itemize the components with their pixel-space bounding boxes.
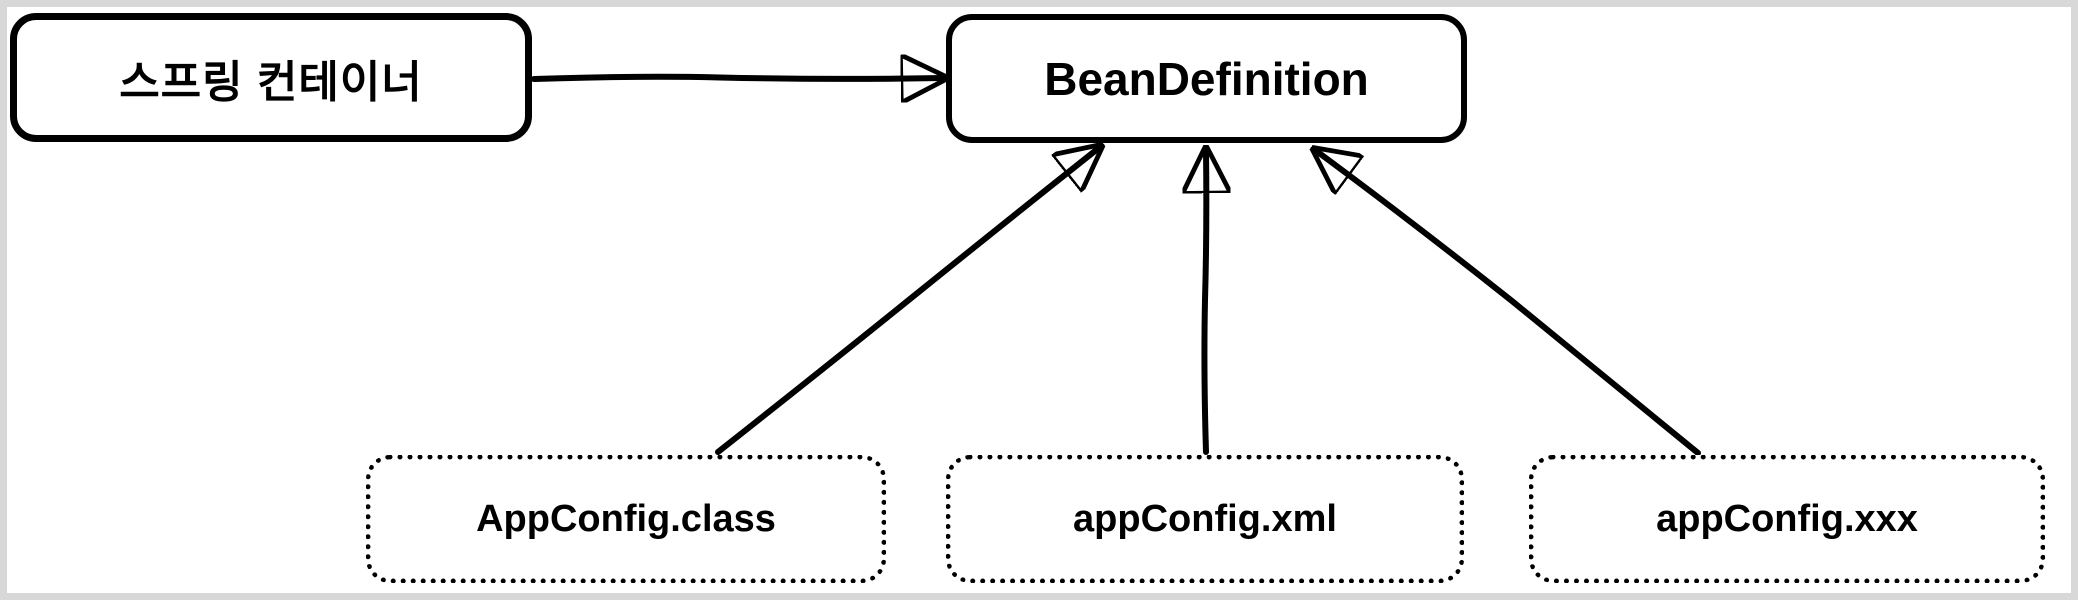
node-app-config-xml: appConfig.xml <box>946 455 1464 583</box>
arrow-spring-container-to-beandefinition <box>531 77 944 79</box>
node-app-config-class-label: AppConfig.class <box>476 497 776 540</box>
node-spring-container-label: 스프링 컨테이너 <box>119 57 423 107</box>
arrow-appconfig-class-to-beandefinition <box>715 147 1100 455</box>
node-app-config-xxx-label: appConfig.xxx <box>1656 497 1918 540</box>
node-app-config-xml-label: appConfig.xml <box>1073 497 1337 540</box>
node-app-config-class: AppConfig.class <box>366 455 886 583</box>
arrow-appconfig-xml-to-beandefinition <box>1204 150 1206 455</box>
node-app-config-xxx: appConfig.xxx <box>1529 455 2045 583</box>
arrow-appconfig-xxx-to-beandefinition <box>1315 150 1701 456</box>
node-bean-definition-label: BeanDefinition <box>1044 52 1369 105</box>
node-spring-container: 스프링 컨테이너 <box>10 13 532 142</box>
node-bean-definition: BeanDefinition <box>946 14 1467 143</box>
